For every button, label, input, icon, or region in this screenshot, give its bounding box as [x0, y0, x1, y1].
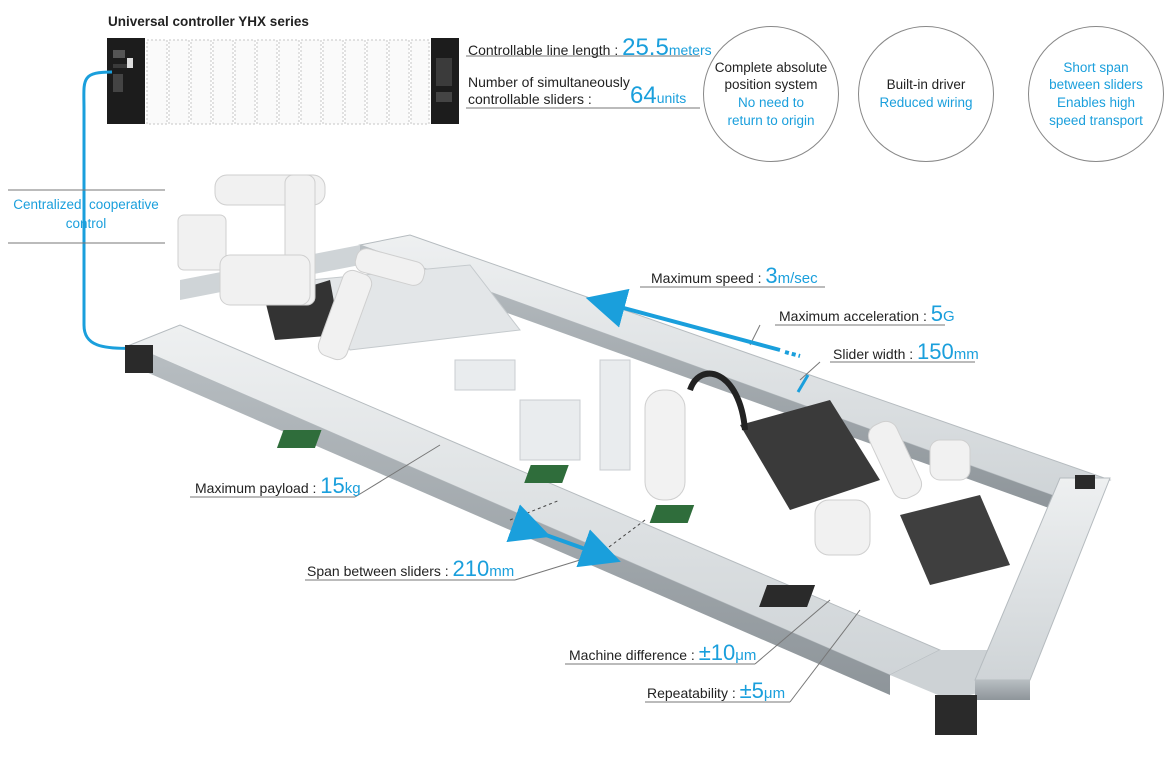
centralized-line-1: Centralized, cooperative — [13, 197, 159, 212]
centralized-line-2: control — [65, 215, 107, 231]
scara-robot-center — [644, 370, 748, 501]
max-accel-unit: G — [942, 308, 955, 325]
repeatability-value: ±5 — [739, 678, 764, 703]
max-payload-unit: kg — [344, 480, 361, 497]
machine-diff-label: Machine difference : — [569, 647, 695, 663]
sliders-unit: units — [656, 90, 687, 106]
controller-title: Universal controller YHX series — [108, 14, 309, 29]
sliders-value: 64 — [630, 82, 657, 109]
slider-width-label: Slider width : — [833, 346, 914, 362]
span-label: Span between sliders : — [307, 563, 449, 579]
feature-built-in-driver: Built-in driver Reduced wiring — [858, 26, 994, 162]
machine-diff-callout: Machine difference : ±10μm — [569, 640, 756, 666]
slider-width-unit: mm — [953, 346, 979, 363]
sliders-value-group: 64units — [630, 82, 686, 110]
repeatability-callout: Repeatability : ±5μm — [647, 678, 785, 704]
line-length-spec: Controllable line length : 25.5meters — [468, 34, 712, 62]
feature-absolute-position: Complete absolute position system No nee… — [703, 26, 839, 162]
slider-width-callout: Slider width : 150mm — [833, 339, 979, 365]
feature-absolute-accent: No need to return to origin — [727, 95, 815, 128]
span-callout: Span between sliders : 210mm — [307, 556, 514, 582]
max-speed-label: Maximum speed : — [651, 270, 762, 286]
max-speed-unit: m/sec — [777, 270, 818, 287]
feature-driver-accent: Reduced wiring — [879, 95, 973, 110]
repeatability-label: Repeatability : — [647, 685, 736, 701]
scara-robot — [177, 174, 326, 306]
controller-unit — [107, 38, 459, 125]
machine-diff-unit: μm — [735, 647, 757, 664]
feature-span-accent: Short span between sliders Enables high … — [1049, 59, 1143, 128]
sliders-spec: Number of simultaneously controllable sl… — [468, 74, 630, 108]
line-length-value: 25.5 — [622, 34, 669, 61]
max-accel-label: Maximum acceleration : — [779, 308, 927, 324]
feature-driver-dark: Built-in driver — [886, 77, 966, 93]
sliders-label-2: controllable sliders : — [468, 90, 592, 107]
feature-short-span: Short span between sliders Enables high … — [1028, 26, 1164, 162]
right-rail — [974, 477, 1111, 700]
articulated-robot-left — [317, 248, 426, 361]
max-accel-value: 5 — [930, 301, 943, 326]
max-speed-callout: Maximum speed : 3m/sec — [651, 263, 818, 289]
max-payload-callout: Maximum payload : 15kg — [195, 473, 361, 499]
articulated-robot-right — [814, 420, 971, 556]
feature-absolute-dark: Complete absolute position system — [714, 59, 828, 93]
max-accel-callout: Maximum acceleration : 5G — [779, 301, 955, 327]
sliders-label-1: Number of simultaneously — [468, 74, 630, 90]
line-length-label: Controllable line length : — [468, 42, 619, 58]
max-payload-label: Maximum payload : — [195, 480, 317, 496]
max-speed-value: 3 — [765, 263, 778, 288]
span-unit: mm — [489, 563, 515, 580]
machine-diff-value: ±10 — [698, 640, 736, 665]
centralized-control-label: Centralized, cooperative control — [4, 196, 168, 234]
max-payload-value: 15 — [320, 473, 345, 498]
gantry-module — [454, 359, 631, 471]
slider-width-value: 150 — [917, 339, 954, 364]
slider-modules — [276, 430, 816, 607]
span-value: 210 — [452, 556, 490, 581]
line-length-unit: meters — [668, 42, 712, 58]
repeatability-unit: μm — [763, 685, 786, 702]
